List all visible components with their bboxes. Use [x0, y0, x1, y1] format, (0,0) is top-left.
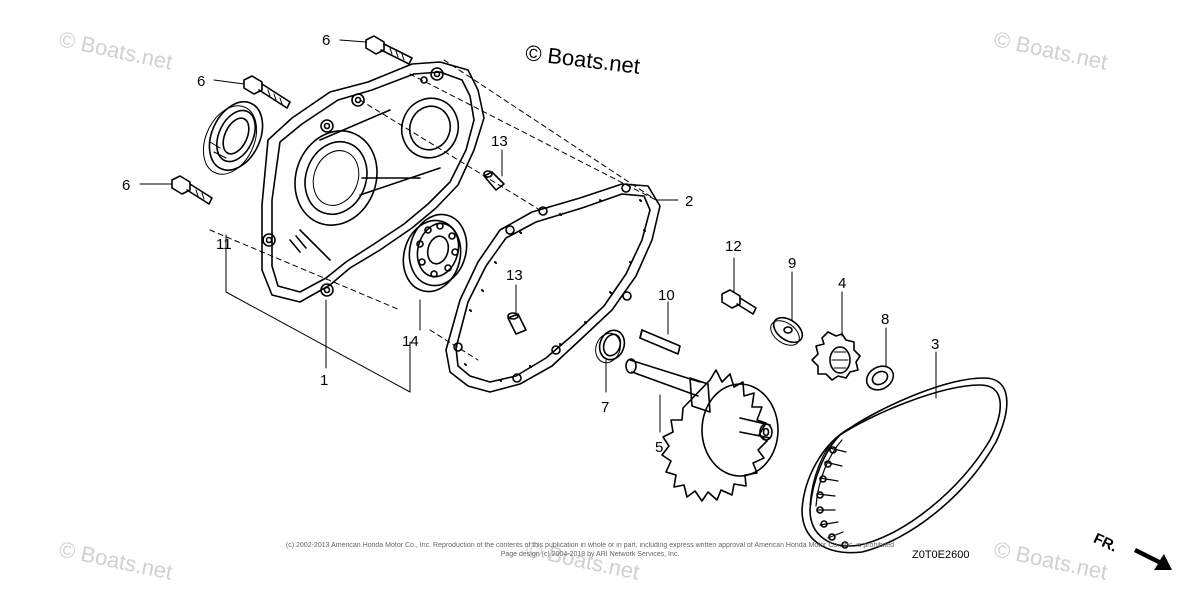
callout-6-lower: 6	[122, 177, 130, 194]
callout-3: 3	[931, 336, 939, 353]
callout-7: 7	[601, 399, 609, 416]
callout-12: 12	[725, 238, 742, 255]
part-6-bolt-middle[interactable]	[243, 75, 291, 109]
callout-4: 4	[838, 275, 846, 292]
part-4-small-sprocket[interactable]	[811, 331, 861, 381]
front-direction-arrow-icon	[1134, 548, 1172, 570]
part-1-case-cover[interactable]	[261, 61, 485, 303]
part-6-bolt-lower[interactable]	[171, 175, 213, 205]
copyright-line-1: (c) 2002-2013 American Honda Motor Co., …	[285, 542, 895, 549]
copyright-line-2: Page design (c) 2004-2018 by ARI Network…	[500, 551, 680, 558]
part-3-chain[interactable]	[801, 377, 1008, 554]
callout-14: 14	[402, 333, 419, 350]
callout-10: 10	[658, 287, 675, 304]
part-14-bearing[interactable]	[396, 208, 475, 298]
part-10-key[interactable]	[639, 329, 681, 355]
part-13-dowel-upper[interactable]	[483, 170, 505, 191]
callout-labels: 6 6 6 11 1 14 13 13 2 12 9 4 10 8 3 7 5	[122, 32, 939, 456]
part-5-drive-sprocket[interactable]	[625, 358, 779, 502]
callout-1: 1	[320, 372, 328, 389]
callout-8: 8	[881, 311, 889, 328]
part-13-dowel-lower[interactable]	[507, 312, 527, 335]
callout-13-upper: 13	[491, 133, 508, 150]
diagram-code: Z0T0E2600	[912, 549, 970, 561]
callout-6-middle: 6	[197, 73, 205, 90]
callout-5: 5	[655, 439, 663, 456]
part-2-gasket[interactable]	[445, 183, 661, 393]
callout-11: 11	[216, 236, 232, 253]
callout-2: 2	[685, 193, 693, 210]
callout-6-top: 6	[322, 32, 330, 49]
part-9-washer[interactable]	[766, 313, 807, 351]
callout-9: 9	[788, 255, 796, 272]
part-7-snap-ring[interactable]	[592, 327, 629, 366]
callout-13-lower: 13	[506, 267, 523, 284]
part-12-bolt[interactable]	[721, 289, 757, 315]
part-11-oil-seal[interactable]	[193, 93, 273, 183]
part-6-bolt-top[interactable]	[365, 35, 413, 65]
part-8-ring[interactable]	[862, 361, 897, 394]
leader-lines	[139, 39, 937, 433]
